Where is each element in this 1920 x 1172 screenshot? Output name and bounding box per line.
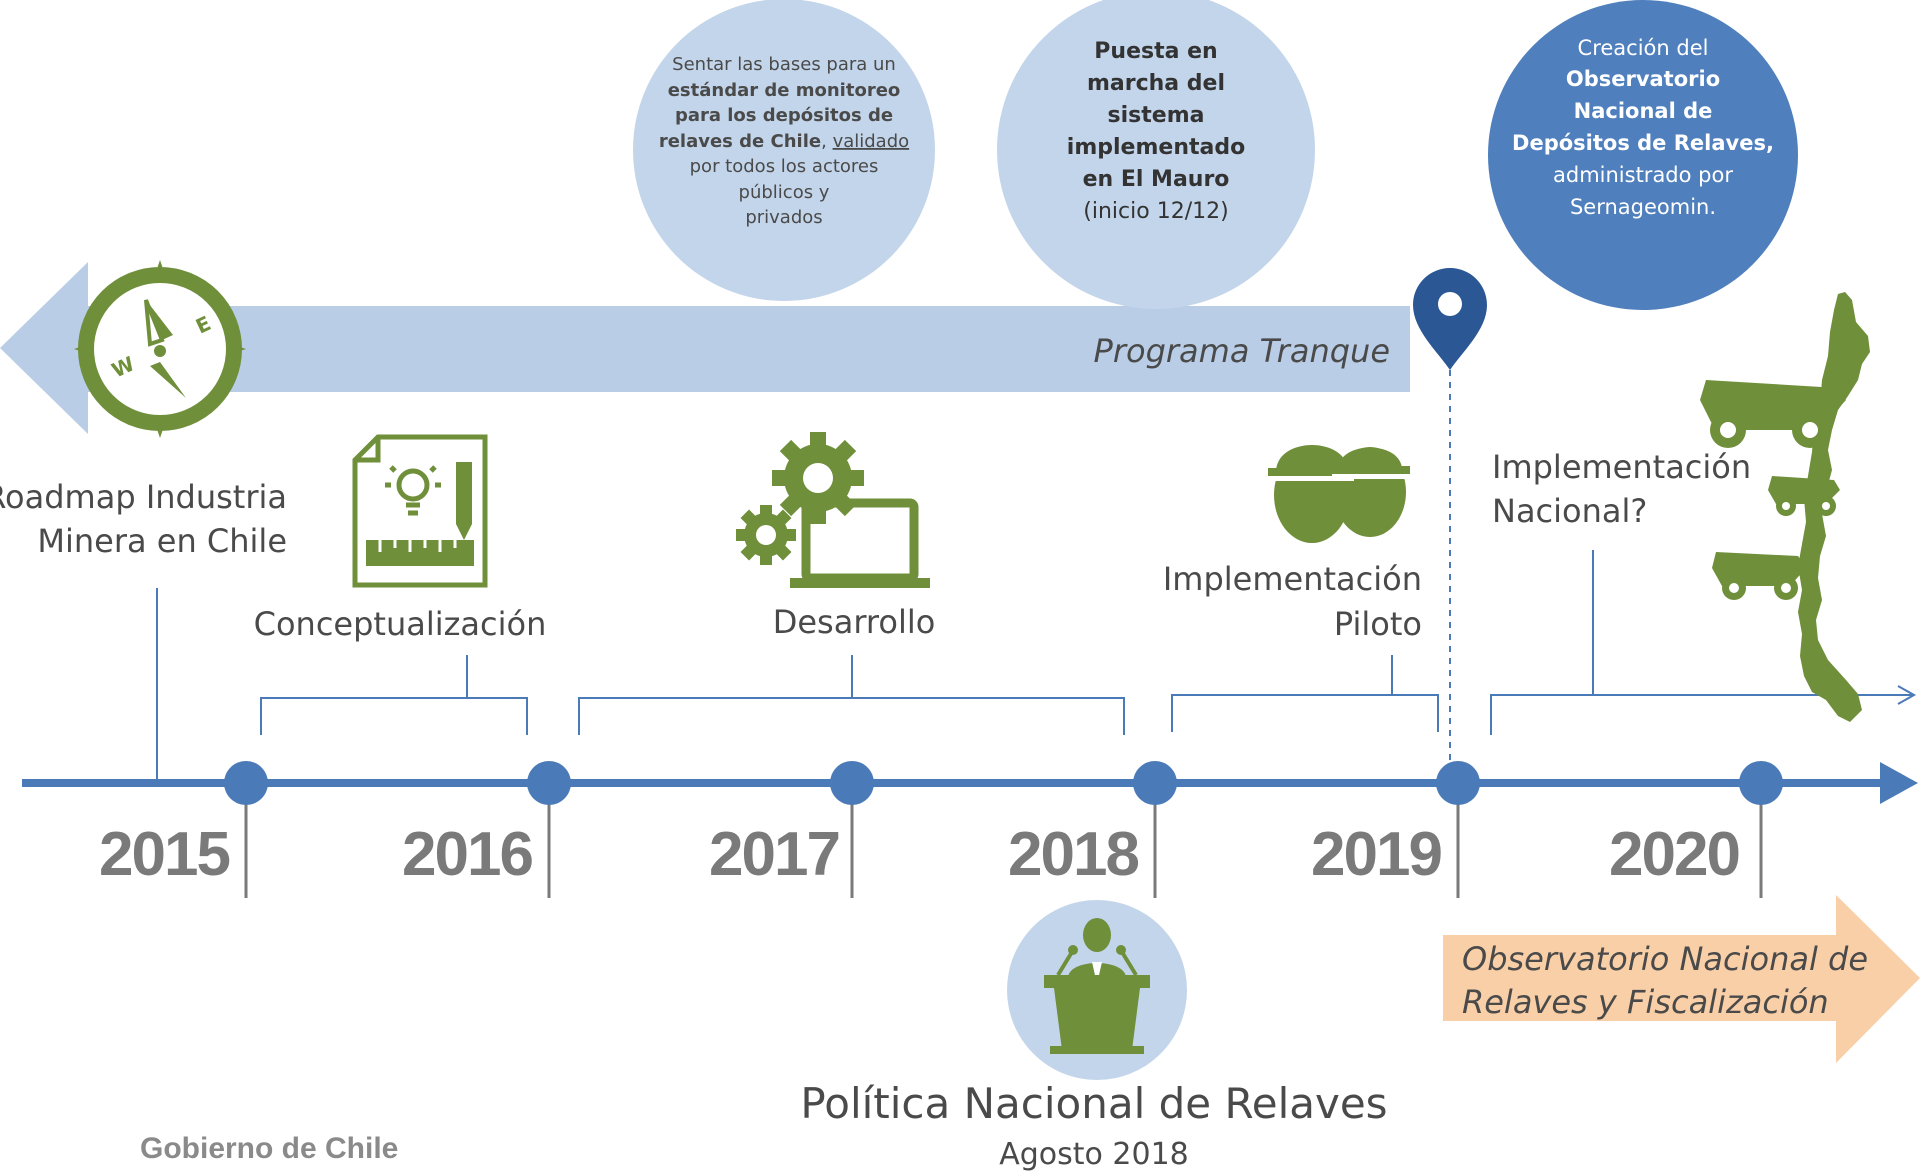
bubble-puesta-l3: sistema: [1108, 103, 1205, 128]
bubble-estandar-l4a: relaves de Chile: [659, 131, 821, 152]
bubble-estandar-l4b: ,: [821, 131, 832, 152]
bubble-puesta-l6: (inicio 12/12): [1083, 199, 1228, 224]
phase-desarrollo-label: Desarrollo: [773, 603, 936, 641]
bubble-creacion-l5: administrado por: [1553, 163, 1733, 187]
blueprint-icon: [352, 434, 488, 588]
blueprint-ruler-ticks: [378, 540, 457, 552]
bubble-creacion-l4: Depósitos de Relaves,: [1512, 131, 1774, 155]
phase-desarrollo-bracket: [578, 697, 1125, 735]
bubble-creacion-l6: Sernageomin.: [1570, 195, 1716, 219]
bubble-estandar-l7: privados: [745, 207, 822, 228]
year-label-2015: 2015: [99, 820, 229, 889]
year-label-2016: 2016: [402, 820, 532, 889]
politica-date: Agosto 2018: [999, 1137, 1189, 1172]
mining-truck-icon-small: [1712, 552, 1806, 600]
bubble-creacion-l1: Creación del: [1578, 36, 1709, 60]
chile-map-icon: [1798, 292, 1870, 722]
observatorio-label-line2: Relaves y Fiscalización: [1462, 983, 1829, 1021]
year-label-2018: 2018: [1008, 820, 1138, 889]
phase-piloto-label-line1: Implementación: [1163, 560, 1422, 598]
programa-tranque-band: [0, 262, 1410, 434]
bubble-estandar: Sentar las bases para un estándar de mon…: [633, 0, 935, 301]
bubble-estandar-l2: estándar de monitoreo: [668, 80, 901, 101]
phase-piloto-bracket: [1171, 694, 1439, 732]
bubble-estandar-l3: para los depósitos de: [675, 105, 893, 126]
bubble-creacion-l3: Nacional de: [1574, 99, 1713, 123]
phase-piloto-label-line2: Piloto: [1334, 605, 1422, 643]
roadmap-label-line2: Minera en Chile: [37, 522, 287, 560]
bubble-creacion-l2: Observatorio: [1566, 67, 1720, 91]
gears-laptop-icon: [736, 432, 930, 588]
observatorio-band: [1443, 895, 1920, 1063]
observatorio-label-line1: Observatorio Nacional de: [1462, 940, 1868, 978]
bubble-puesta: Puesta en marcha del sistema implementad…: [997, 0, 1315, 309]
phase-nacional-bracket: [1490, 694, 1912, 735]
roadmap-label-line1: Roadmap Industria: [0, 478, 287, 516]
bubble-estandar-l1: Sentar las bases para un: [672, 54, 896, 75]
politica-title: Política Nacional de Relaves: [800, 1079, 1387, 1128]
bubble-estandar-l4c: validado: [833, 131, 910, 152]
bubble-puesta-l2: marcha del: [1087, 71, 1225, 96]
gobierno-de-chile-label: Gobierno de Chile: [140, 1132, 398, 1165]
year-label-2020: 2020: [1609, 820, 1739, 889]
mining-truck-icon-large: [1700, 380, 1846, 448]
timeline-nodes: [224, 761, 1783, 805]
phase-nacional-arrowhead: [1897, 685, 1917, 705]
bubble-puesta-l5: en El Mauro: [1083, 167, 1230, 192]
year-label-2017: 2017: [709, 820, 839, 889]
speaker-podium-icon: [1044, 918, 1150, 1054]
bubble-estandar-l4: relaves de Chile, validado: [659, 131, 909, 152]
phase-nacional-label-line2: Nacional?: [1492, 492, 1647, 530]
workers-helmet-icon: [1268, 445, 1410, 543]
compass-icon: W E: [74, 260, 246, 438]
year-ticks: [244, 800, 1763, 898]
bubble-estandar-l5: por todos los actores: [690, 156, 879, 177]
bubble-estandar-l6: públicos y: [739, 182, 830, 203]
mining-truck-icon-medium: [1768, 476, 1840, 516]
year-label-2019: 2019: [1311, 820, 1441, 889]
phase-conceptualizacion-label: Conceptualización: [254, 605, 547, 643]
bubble-puesta-l1: Puesta en: [1094, 39, 1217, 64]
location-pin-icon: [1413, 268, 1487, 370]
phase-nacional-label-line1: Implementación: [1492, 448, 1751, 486]
timeline-arrowhead: [1880, 762, 1918, 804]
politica-bubble: [1007, 900, 1187, 1080]
bubble-creacion: Creación del Observatorio Nacional de De…: [1488, 0, 1798, 310]
phase-conceptualizacion-bracket: [260, 697, 528, 735]
bubble-puesta-l4: implementado: [1067, 135, 1245, 160]
programa-tranque-label: Programa Tranque: [1094, 332, 1390, 370]
